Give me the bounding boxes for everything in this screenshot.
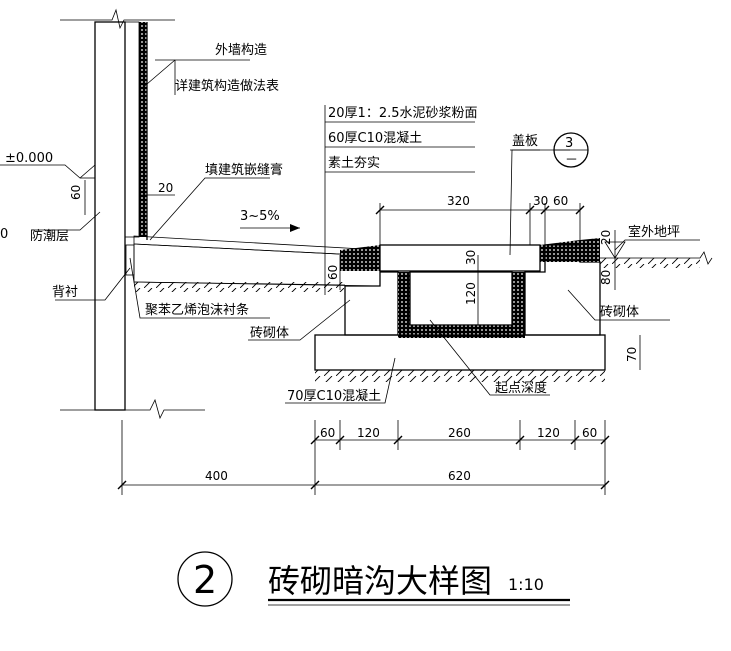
label-elevation: ±0.000: [5, 151, 53, 166]
label-slope: 3~5%: [240, 209, 280, 224]
label-outdoor-grade: 室外地坪: [628, 224, 680, 240]
dim-bottom-120-right: 120: [537, 426, 560, 440]
dim-60-vertical: 60: [326, 265, 340, 280]
label-wall-ref: 详建筑构造做法表: [175, 78, 279, 94]
label-base-concrete: 70厚C10混凝土: [287, 388, 381, 404]
dim-20-right: 20: [599, 230, 613, 245]
dim-bottom-120-left: 120: [357, 426, 380, 440]
label-sealant: 填建筑嵌缝膏: [205, 162, 283, 178]
leader-lines: [0, 59, 700, 404]
label-layer-mortar: 20厚1：2.5水泥砂浆粉面: [328, 106, 478, 121]
label-layer-soil: 素土夯实: [328, 156, 380, 171]
dim-bottom-60-left: 60: [320, 426, 335, 440]
dim-60-moisture: 60: [69, 185, 83, 200]
cover-ref-bottom: －: [565, 153, 578, 168]
exterior-wall: [60, 8, 205, 420]
label-masonry-right: 砖砌体: [600, 305, 639, 320]
cover-slab: [340, 240, 580, 272]
dim-80-right: 80: [599, 270, 613, 285]
cover-ref-top: 3: [565, 136, 573, 151]
label-backing: 背衬: [52, 285, 78, 300]
dim-60-top: 60: [553, 194, 568, 208]
title-text: 砖砌暗沟大样图: [268, 562, 492, 600]
label-left-cut: 0: [0, 227, 8, 242]
dim-320: 320: [447, 194, 470, 208]
label-masonry-left: 砖砌体: [250, 326, 289, 341]
dim-bottom-260: 260: [448, 426, 471, 440]
dim-20-sealant: 20: [158, 181, 173, 195]
base-concrete: [314, 334, 606, 382]
label-cover: 盖板: [512, 134, 538, 149]
title-number: 2: [193, 558, 217, 602]
title-scale: 1:10: [508, 575, 544, 594]
label-foam-strip: 聚苯乙烯泡沫衬条: [145, 302, 249, 318]
dim-620: 620: [448, 469, 471, 483]
dim-70: 70: [625, 347, 639, 362]
dim-400: 400: [205, 469, 228, 483]
dimension-lines: [84, 180, 641, 495]
label-layer-concrete: 60厚C10混凝土: [328, 130, 422, 146]
cover-reference-symbol: 3 －: [553, 132, 589, 168]
dim-120-vertical: 120: [464, 282, 478, 305]
label-outer-wall: 外墙构造: [215, 43, 267, 58]
dim-30-vertical: 30: [464, 250, 478, 265]
dim-30: 30: [533, 194, 548, 208]
label-moisture-layer: 防潮层: [30, 228, 69, 244]
drawing-title: 2 砖砌暗沟大样图 1:10: [177, 551, 570, 607]
label-start-depth: 起点深度: [495, 380, 547, 396]
dim-bottom-60-right: 60: [582, 426, 597, 440]
channel-masonry: [344, 238, 713, 338]
